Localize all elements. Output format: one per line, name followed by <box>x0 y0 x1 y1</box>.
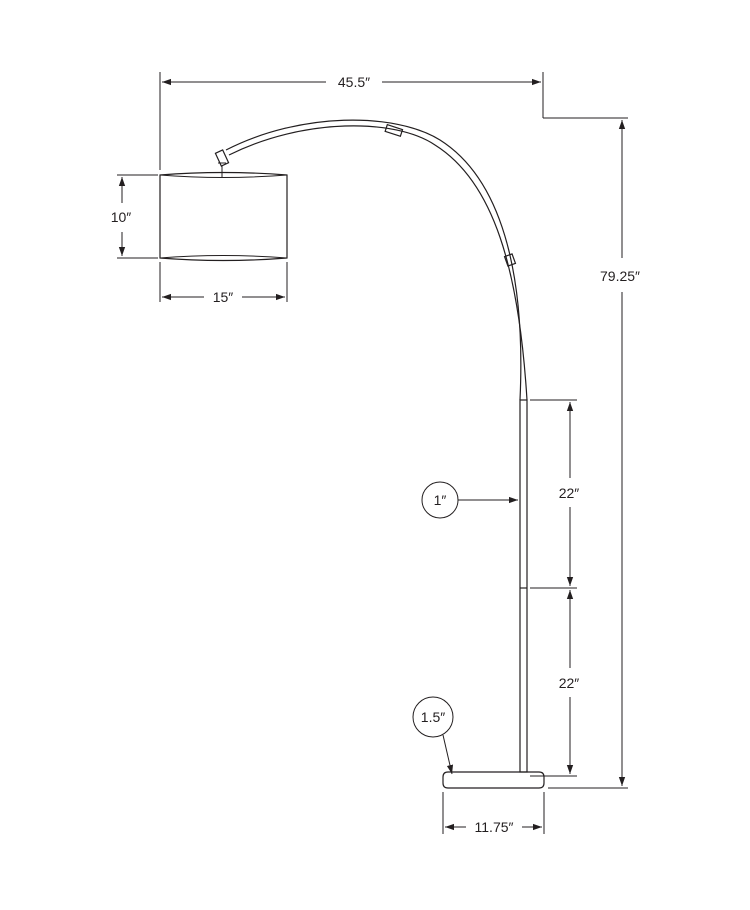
dimension-overall-height: 79.25″ <box>548 120 640 789</box>
base-width-label: 11.75″ <box>475 819 514 835</box>
pole-upper-segment-label: 22″ <box>559 485 580 501</box>
lamp-swivel-joint <box>214 149 230 167</box>
dimension-overall-width: 45.5″ <box>159 72 628 170</box>
base-thickness-label: 1.5″ <box>421 709 445 725</box>
lamp-shade <box>159 166 288 262</box>
lamp-arc-arm <box>225 119 528 401</box>
callout-pole-diameter: 1″ <box>421 481 518 519</box>
dimension-base-width: 11.75″ <box>442 792 545 835</box>
overall-width-label: 45.5″ <box>338 74 370 90</box>
dimension-shade-width: 15″ <box>159 262 288 305</box>
pole-lower-segment-label: 22″ <box>559 675 580 691</box>
lamp-pole <box>519 399 528 773</box>
callout-base-thickness: 1.5″ <box>412 696 454 775</box>
shade-width-label: 15″ <box>213 289 234 305</box>
dimension-shade-height: 10″ <box>111 174 158 259</box>
dimension-pole-segments: 22″ 22″ <box>530 399 580 777</box>
shade-height-label: 10″ <box>111 209 132 225</box>
overall-height-label: 79.25″ <box>600 268 640 284</box>
lamp-drawing <box>159 119 545 789</box>
pole-diameter-label: 1″ <box>434 492 447 508</box>
lamp-base <box>442 771 545 789</box>
